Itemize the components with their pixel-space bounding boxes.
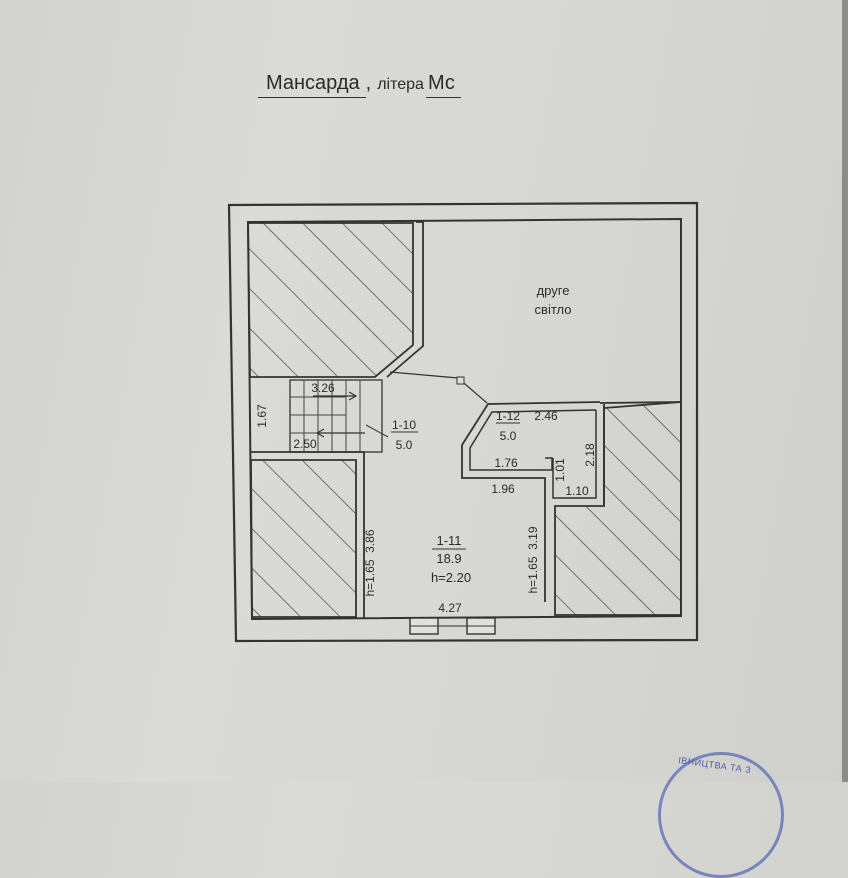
paper-edge-shadow — [842, 0, 848, 782]
room-1-10-area: 5.0 — [396, 438, 413, 452]
dim-room-1-11-bottom: 4.27 — [438, 601, 462, 615]
floor-title: Мансарда — [258, 72, 366, 98]
second-light-label-1: друге — [537, 283, 570, 298]
floor-plan-drawing: друге світло 1-10 5.0 1-12 5.0 1-11 18.9… — [227, 201, 699, 643]
dim-stair-bottom: 2.50 — [293, 437, 317, 451]
stair-outline — [289, 379, 383, 453]
dim-niche-width: 1.10 — [565, 484, 589, 498]
opening-mark — [456, 376, 465, 385]
room-1-11-id: 1-11 — [436, 533, 461, 548]
letter-label: літера — [377, 76, 424, 93]
title-comma: , — [365, 72, 372, 94]
wall-room-1-12 — [461, 401, 601, 602]
room-1-12-area: 5.0 — [500, 429, 517, 443]
wall-top-left-return — [386, 221, 424, 378]
letter-code: Мс — [425, 72, 461, 98]
dim-niche-height: 1.01 — [553, 458, 567, 482]
wall-room-1-12-inner — [469, 409, 597, 471]
leader-1-10 — [365, 424, 389, 438]
stair-arrow-down-head — [315, 428, 325, 438]
hatched-zone-right — [554, 401, 682, 616]
stair-steps — [290, 380, 361, 452]
dim-room-1-11-right: h=1.65 3.19 — [526, 526, 540, 593]
dim-room-1-12-side: 2.18 — [583, 443, 597, 467]
second-light-label-2: світло — [535, 302, 572, 317]
room-1-10-id: 1-10 — [392, 418, 416, 432]
dim-stair-side: 1.67 — [255, 404, 269, 428]
dim-room-1-12-width: 2.46 — [534, 409, 558, 423]
dim-room-1-11-left: h=1.65 3.86 — [363, 529, 377, 596]
stair-arrow-up-head — [348, 391, 358, 401]
dim-corridor-top: 1.76 — [494, 456, 518, 470]
plan-heading: Мансарда , літера Мс — [258, 72, 461, 102]
hatched-zone-bottom-left — [250, 459, 357, 618]
room-1-11-area: 18.9 — [436, 551, 461, 566]
room-1-11-height: h=2.20 — [431, 570, 471, 585]
dim-stair-top: 3.26 — [311, 381, 335, 395]
hatched-zone-top-left — [247, 222, 414, 378]
opening-line — [389, 371, 488, 404]
dim-corridor-bottom: 1.96 — [491, 482, 515, 496]
room-1-12-id: 1-12 — [496, 409, 520, 423]
outer-wall — [227, 201, 699, 643]
wall-right-top — [599, 401, 682, 404]
wall-niche — [552, 410, 597, 499]
